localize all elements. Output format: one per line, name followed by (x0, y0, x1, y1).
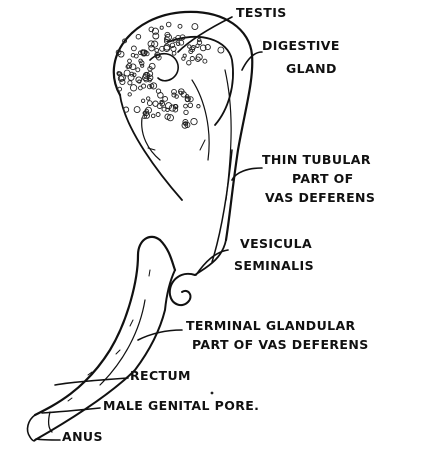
stipple-dot (156, 113, 160, 117)
label-thin-tubular-3: VAS DEFERENS (265, 190, 375, 205)
stipple-dot (197, 40, 201, 44)
label-anus: ANUS (62, 429, 103, 444)
stipple-dot (130, 85, 136, 91)
stipple-dot (136, 68, 140, 72)
stipple-dot (147, 97, 150, 100)
stipple-dot (188, 45, 191, 48)
label-rectum: RECTUM (130, 368, 191, 383)
stipple-dot (139, 86, 143, 90)
stipple-dot (203, 59, 207, 63)
stipple-dot (163, 97, 168, 102)
stipple-dot (147, 101, 152, 106)
stipple-dot (197, 105, 200, 108)
stray-dot (211, 392, 214, 395)
stipple-dot (172, 51, 176, 55)
stipple-dot (162, 107, 166, 111)
leader-genital-pore (42, 408, 100, 413)
stipple-dot (218, 47, 224, 53)
stipple-dot (134, 107, 140, 113)
stipple-dot (141, 64, 144, 67)
stipple-dot (183, 54, 186, 57)
stipple-dot (190, 57, 194, 61)
stipple-dot (132, 46, 137, 51)
stipple-dot (151, 114, 155, 118)
stipple-dot (160, 26, 163, 29)
labels: TESTIS DIGESTIVE GLAND THIN TUBULAR PART… (62, 5, 375, 444)
label-digestive-1: DIGESTIVE (262, 38, 340, 53)
label-male-genital-pore: MALE GENITAL PORE. (103, 398, 259, 413)
label-thin-tubular-2: PART OF (292, 171, 354, 186)
stipple-dot (155, 48, 159, 52)
leader-terminal (138, 330, 182, 340)
stipple-dot (156, 89, 160, 93)
label-digestive-2: GLAND (286, 61, 337, 76)
leader-thin-tubular (232, 168, 262, 180)
label-thin-tubular-1: THIN TUBULAR (262, 152, 371, 167)
stipple-dot (178, 24, 182, 28)
stipple-dot (192, 24, 198, 30)
label-terminal-2: PART OF VAS DEFERENS (192, 337, 369, 352)
leader-anus (36, 439, 60, 440)
stipple-dot (184, 104, 188, 108)
stipple-dot (184, 110, 188, 114)
stipple-dot (141, 99, 144, 102)
label-vesicula-1: VESICULA (240, 236, 312, 251)
stipple-dot (153, 101, 158, 106)
stipple-dot (128, 93, 131, 96)
stipple-dot (128, 59, 132, 63)
stipple-dot (191, 118, 197, 124)
stipple-dot (128, 74, 134, 80)
stipple-dot (128, 81, 132, 85)
stipple-dot (136, 34, 141, 39)
leader-rectum (55, 378, 128, 385)
label-terminal-1: TERMINAL GLANDULAR (186, 318, 356, 333)
stipple-dot (166, 22, 171, 27)
stipple-dot (188, 103, 193, 108)
stipple-dot (149, 45, 155, 51)
stipple-dot (152, 41, 158, 47)
stipple-dot (187, 61, 191, 65)
label-vesicula-2: SEMINALIS (234, 258, 314, 273)
label-testis: TESTIS (236, 5, 287, 20)
stipple-dot (118, 87, 122, 91)
